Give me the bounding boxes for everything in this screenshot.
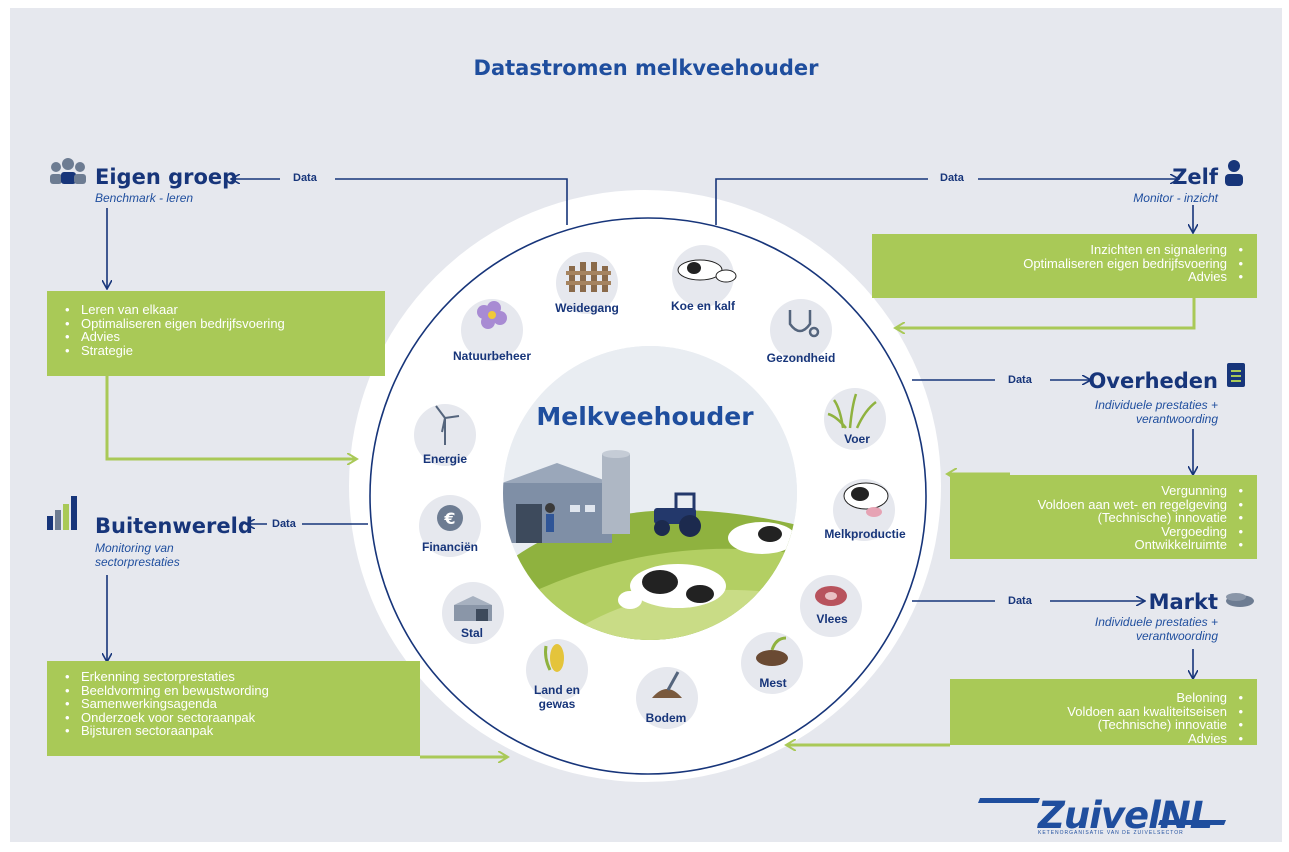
- overheden-subtitle-1: Individuele prestaties +: [1094, 398, 1218, 412]
- fence-icon: [566, 262, 611, 292]
- topic-label-natuurbeheer: Natuurbeheer: [452, 349, 532, 363]
- flower-icon: [477, 301, 507, 329]
- list-item: Beeldvorming en bewustwording: [65, 683, 420, 698]
- person-icon: [1225, 160, 1243, 186]
- topic-label-land-en-gewas-1: Land en: [533, 683, 580, 697]
- infographic-canvas: € Leren van elkaar Optimaliseren eigen b…: [10, 8, 1282, 842]
- topic-label-stal: Stal: [460, 626, 483, 640]
- wind-turbine-icon: [435, 405, 460, 445]
- eigen-groep-title: Eigen groep: [95, 165, 238, 189]
- barn-icon: [454, 596, 492, 621]
- buitenwereld-title: Buitenwereld: [95, 514, 253, 538]
- green-arrow-zelf: [896, 298, 1196, 328]
- list-item: Advies: [872, 270, 1243, 284]
- topic-label-bodem: Bodem: [645, 711, 687, 725]
- diagram-graphics: €: [47, 158, 1254, 825]
- list-item: Advies: [65, 330, 385, 344]
- manure-icon: [756, 636, 788, 666]
- corn-icon: [544, 644, 564, 672]
- zelf-box: Inzichten en signalering Optimaliseren e…: [872, 234, 1257, 298]
- grass-icon: [827, 393, 877, 429]
- data-label-zelf: Data: [940, 172, 964, 184]
- page-title: Datastromen melkveehouder: [473, 56, 819, 80]
- list-item: Onderzoek voor sectoraanpak: [65, 710, 420, 725]
- buitenwereld-box: Erkenning sectorprestaties Beeldvorming …: [47, 661, 420, 756]
- eigen-groep-subtitle: Benchmark - leren: [95, 191, 194, 205]
- list-item: Voldoen aan wet- en regelgeving: [950, 497, 1243, 512]
- bar-chart-icon: [47, 496, 77, 530]
- list-item: Bijsturen sectoraanpak: [65, 724, 420, 738]
- markt-box: Beloning Voldoen aan kwaliteitseisen (Te…: [950, 679, 1257, 745]
- topic-ring-line: [369, 217, 927, 775]
- list-item: Vergunning: [950, 484, 1243, 498]
- buitenwereld-subtitle-2: sectorprestaties: [95, 555, 180, 569]
- zuivelnl-tagline: KETENORGANISATIE VAN DE ZUIVELSECTOR: [1038, 830, 1184, 836]
- list-item: Ontwikkelruimte: [950, 538, 1243, 552]
- list-item: Optimaliseren eigen bedrijfsvoering: [65, 316, 385, 331]
- topic-label-energie: Energie: [422, 452, 467, 466]
- topic-label-melkproductie: Melkproductie: [824, 527, 906, 541]
- logo-stripes: [978, 798, 1226, 825]
- steak-icon: [815, 586, 847, 606]
- data-label-eigen-groep: Data: [293, 172, 317, 184]
- topic-label-financien: Financiën: [421, 540, 478, 554]
- list-item: Beloning: [950, 691, 1243, 705]
- list-item: Samenwerkingsagenda: [65, 697, 420, 711]
- topic-label-mest: Mest: [759, 676, 787, 690]
- topic-label-voer: Voer: [844, 432, 870, 446]
- markt-title: Markt: [1148, 590, 1218, 614]
- overheden-subtitle-2: verantwoording: [1135, 412, 1218, 426]
- svg-text:€: €: [443, 509, 455, 528]
- udder-icon: [843, 482, 889, 517]
- markt-subtitle-2: verantwoording: [1135, 629, 1218, 643]
- topic-label-gezondheid: Gezondheid: [766, 351, 836, 365]
- euro-coin-icon: €: [437, 505, 463, 531]
- document-icon: [1227, 363, 1245, 387]
- list-item: Advies: [950, 731, 1243, 746]
- overheden-box: Vergunning Voldoen aan wet- en regelgevi…: [950, 475, 1257, 559]
- data-label-markt: Data: [1008, 595, 1032, 607]
- data-label-buitenwereld: Data: [272, 518, 296, 530]
- list-item: Inzichten en signalering: [872, 243, 1243, 257]
- list-item: Voldoen aan kwaliteitseisen: [950, 704, 1243, 719]
- zelf-title: Zelf: [1172, 165, 1218, 189]
- zelf-subtitle: Monitor - inzicht: [1133, 191, 1218, 205]
- green-arrow-eigen-groep: [105, 376, 356, 459]
- center-title: Melkveehouder: [536, 402, 754, 431]
- list-item: Erkenning sectorprestaties: [65, 670, 420, 684]
- zelf-data-line: [715, 178, 928, 225]
- eigen-groep-box: Leren van elkaar Optimaliseren eigen bed…: [47, 291, 385, 376]
- cow-calf-icon: [677, 259, 737, 283]
- list-item: (Technische) innovatie: [950, 511, 1243, 525]
- coins-icon: [1226, 593, 1254, 607]
- topic-label-land-en-gewas-2: gewas: [538, 697, 576, 711]
- list-item: Vergoeding: [950, 524, 1243, 539]
- topic-label-koe-en-kalf: Koe en kalf: [670, 299, 736, 313]
- list-item: Strategie: [65, 343, 385, 358]
- eigen-groep-data-line: [335, 178, 568, 225]
- group-people-icon: [50, 158, 86, 184]
- soil-shovel-icon: [652, 671, 682, 698]
- list-item: Optimaliseren eigen bedrijfsvoering: [872, 256, 1243, 271]
- overheden-title: Overheden: [1088, 369, 1218, 393]
- topic-label-vlees: Vlees: [816, 612, 848, 626]
- data-label-overheden: Data: [1008, 374, 1032, 386]
- topic-label-weidegang: Weidegang: [555, 301, 619, 315]
- stethoscope-icon: [788, 310, 820, 338]
- buitenwereld-subtitle-1: Monitoring van: [95, 541, 174, 555]
- markt-subtitle-1: Individuele prestaties +: [1094, 615, 1218, 629]
- zuivelnl-logo: ZuivelNL: [1038, 794, 1213, 837]
- list-item: (Technische) innovatie: [950, 718, 1243, 732]
- list-item: Leren van elkaar: [65, 303, 385, 317]
